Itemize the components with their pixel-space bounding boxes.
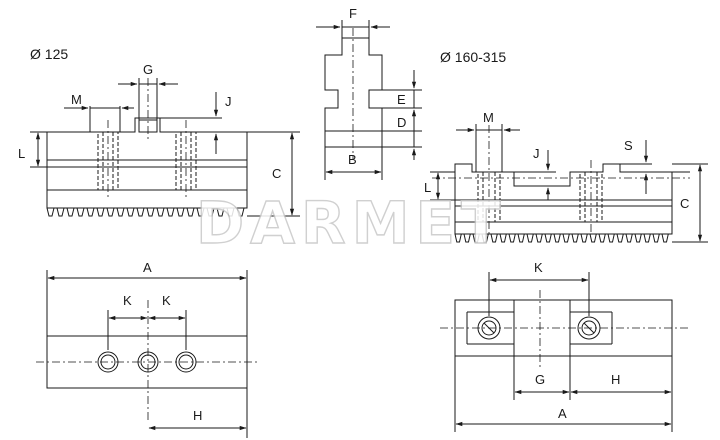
watermark-logo: DARMET — [196, 189, 507, 257]
jaw-125-top-view — [36, 270, 260, 438]
dim-label-h-right: H — [611, 372, 620, 387]
dim-label-k-right: K — [534, 260, 543, 275]
dim-label-c-left: C — [272, 166, 281, 181]
dim-label-a-right: A — [558, 406, 567, 421]
jaw-125-side-view — [30, 78, 300, 217]
jaw-160-315-top-view — [440, 272, 690, 432]
dim-label-s: S — [624, 138, 633, 153]
dim-label-b: B — [348, 152, 357, 167]
jaw-cross-section — [316, 20, 422, 180]
dim-label-l-left: L — [18, 146, 25, 161]
header-diameter-160-315: Ø 160-315 — [440, 49, 506, 65]
dim-label-k1-left: K — [123, 293, 132, 308]
header-diameter-125: Ø 125 — [30, 46, 68, 62]
dim-label-e: E — [397, 92, 406, 107]
dim-label-l-right: L — [424, 180, 431, 195]
dim-label-k2-left: K — [162, 293, 171, 308]
dim-label-g-left: G — [143, 62, 153, 77]
dim-label-h-left: H — [193, 408, 202, 423]
dim-label-m-left: M — [71, 92, 82, 107]
dim-label-j-left: J — [225, 94, 232, 109]
dim-label-a-left: A — [143, 260, 152, 275]
dim-label-j-right: J — [533, 146, 540, 161]
dim-label-d: D — [397, 115, 406, 130]
jaw-160-315-side-view — [430, 124, 708, 243]
dim-label-m-right: M — [483, 110, 494, 125]
dim-label-f: F — [349, 6, 357, 21]
dim-label-c-right: C — [680, 196, 689, 211]
dim-label-g-right: G — [535, 372, 545, 387]
